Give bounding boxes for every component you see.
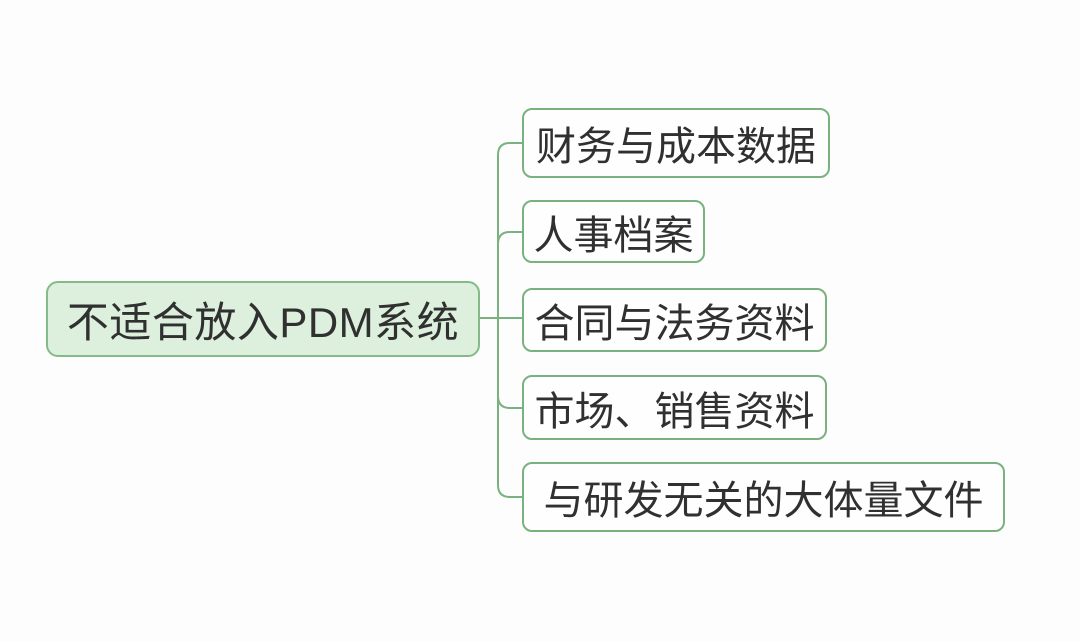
connector-child-1 bbox=[497, 231, 523, 245]
mindmap-child-node-large-non-rd-files[interactable]: 与研发无关的大体量文件 bbox=[522, 462, 1005, 532]
mindmap-child-node-hr-archives[interactable]: 人事档案 bbox=[522, 200, 705, 263]
root-node-label: 不适合放入PDM系统 bbox=[66, 298, 460, 346]
connector-child-4 bbox=[497, 484, 523, 498]
child-node-label: 人事档案 bbox=[533, 213, 694, 258]
child-node-label: 合同与法务资料 bbox=[534, 302, 815, 346]
child-node-label: 市场、销售资料 bbox=[534, 389, 815, 434]
mindmap-child-node-finance-cost-data[interactable]: 财务与成本数据 bbox=[522, 108, 830, 178]
mindmap-root-node[interactable]: 不适合放入PDM系统 bbox=[46, 281, 480, 357]
connector-child-3 bbox=[497, 395, 523, 409]
child-node-label: 财务与成本数据 bbox=[536, 125, 816, 169]
mindmap-child-node-contract-legal[interactable]: 合同与法务资料 bbox=[522, 288, 827, 352]
connector-child-0 bbox=[497, 142, 523, 156]
child-node-label: 与研发无关的大体量文件 bbox=[543, 479, 984, 523]
mindmap-child-node-marketing-sales[interactable]: 市场、销售资料 bbox=[522, 375, 827, 440]
